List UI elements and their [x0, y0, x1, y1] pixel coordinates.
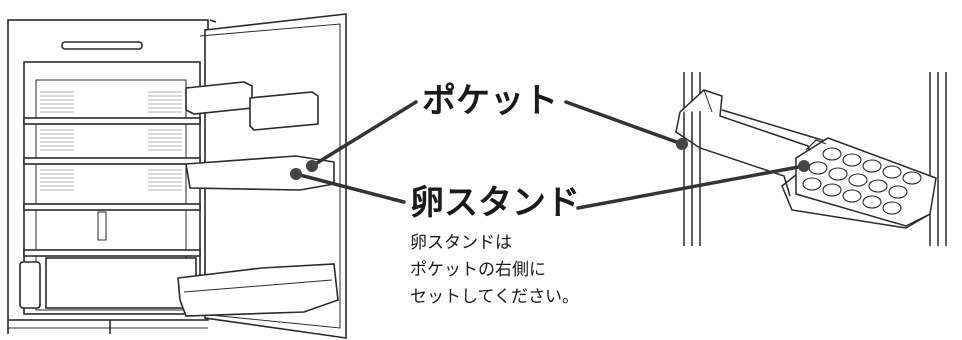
instruction-line: 卵スタンドは — [410, 233, 512, 253]
pocket-leader-right — [564, 100, 684, 146]
open-door — [177, 13, 347, 339]
instruction-line: セットしてください。 — [410, 287, 579, 307]
closeup-illustration — [675, 72, 947, 246]
egg-dot-closeup — [798, 160, 810, 172]
pocket-dot-closeup — [676, 138, 688, 150]
egg-stand-label: 卵スタンド — [410, 183, 580, 223]
instruction-note: 卵スタンドは ポケットの右側に セットしてください。 — [410, 230, 579, 311]
back-vents — [40, 91, 182, 191]
pocket-dot-door — [306, 160, 318, 172]
leader-dots — [290, 138, 810, 180]
egg-leader-left — [294, 172, 406, 204]
door-pocket-top — [185, 81, 253, 115]
door-pocket-bottom — [177, 263, 339, 317]
egg-dot-door — [290, 168, 302, 180]
cabinet-shelves — [23, 117, 201, 257]
egg-leader-right — [576, 164, 806, 210]
refrigerator-illustration — [7, 19, 209, 334]
leader-lines — [294, 100, 806, 210]
pocket-label: ポケット — [422, 81, 558, 121]
pocket-leader-left — [310, 100, 418, 168]
instruction-line: ポケットの右側に — [410, 260, 546, 280]
